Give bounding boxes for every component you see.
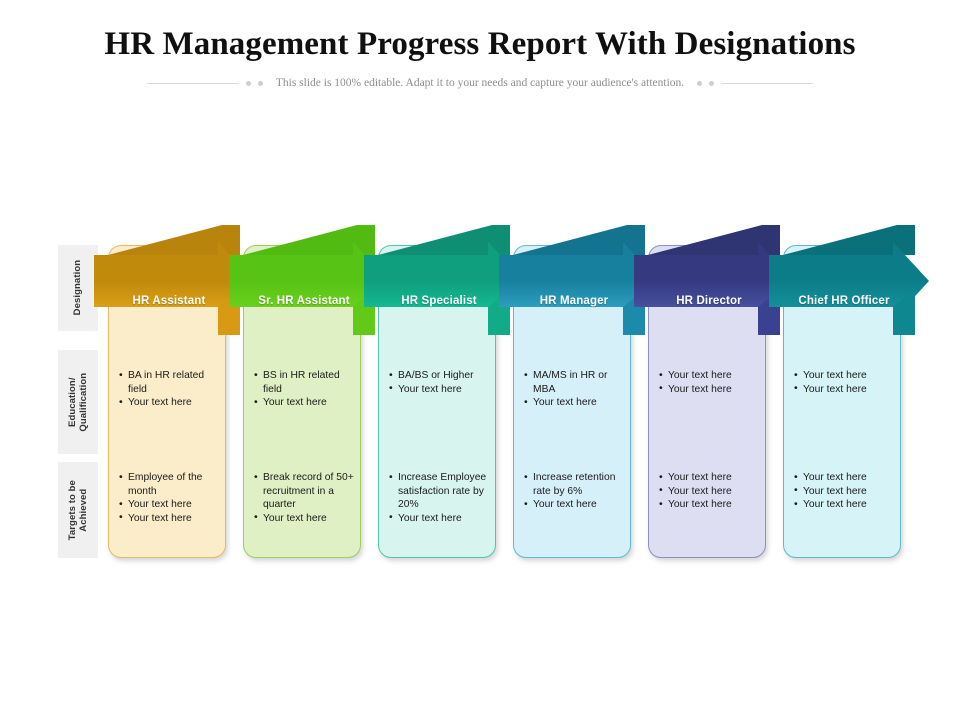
list-item: Increase retention rate by 6% [524,470,628,498]
list-item: BS in HR related field [254,368,358,396]
designation-arrow[interactable] [634,225,800,335]
list-item: BA/BS or Higher [389,369,493,383]
list-item: MA/MS in HR or MBA [524,368,628,396]
row-label-text: Designation [72,260,84,316]
list-item: Increase Employee satisfaction rate by 2… [389,471,493,512]
designation-column[interactable]: HR DirectorYour text hereYour text hereY… [634,225,794,558]
decorative-dot-icon [697,80,703,86]
list-item: Your text here [794,498,898,512]
subtitle-rule-left [146,82,239,84]
list-item: Break record of 50+ recruitment in a qua… [254,471,358,512]
designation-column[interactable]: Sr. HR AssistantBS in HR related fieldYo… [229,225,389,558]
row-label-designation: Designation [58,245,98,331]
list-item: BA in HR related field [119,368,223,396]
list-item: Your text here [659,484,763,499]
designation-arrow[interactable] [364,225,530,335]
row-label-education-qualification: Education/ Qualification [58,350,98,454]
designation-column[interactable]: Chief HR OfficerYour text hereYour text … [769,225,929,558]
decorative-dot-icon [709,80,715,86]
targets-bullets: Your text hereYour text hereYour text he… [794,471,898,512]
designation-arrow[interactable] [229,225,395,335]
targets-bullets: Employee of the monthYour text hereYour … [119,470,223,526]
row-label-targets-to-be-achieved: Targets to be Achieved [58,462,98,558]
list-item: Your text here [659,382,763,397]
subtitle-rule-right [721,82,814,84]
decorative-dot-icon [245,80,251,86]
list-item: Your text here [794,382,898,397]
list-item: Your text here [794,484,898,499]
row-label-text: Targets to be Achieved [66,479,89,541]
designation-arrow[interactable] [94,225,260,335]
subtitle-row: This slide is 100% editable. Adapt it to… [0,72,960,94]
targets-bullets: Increase retention rate by 6%Your text h… [524,470,628,512]
list-item: Your text here [389,511,493,526]
list-item: Your text here [659,369,763,383]
list-item: Your text here [794,369,898,383]
row-label-text: Education/ Qualification [66,372,89,432]
education-bullets: MA/MS in HR or MBAYour text here [524,368,628,410]
list-item: Your text here [119,498,223,512]
education-bullets: BA/BS or HigherYour text here [389,369,493,396]
education-bullets: Your text hereYour text here [794,369,898,396]
designation-column[interactable]: HR ManagerMA/MS in HR or MBAYour text he… [499,225,659,558]
designation-arrow[interactable] [499,225,665,335]
list-item: Your text here [389,382,493,397]
decorative-dot-icon [257,80,263,86]
designation-column[interactable]: HR AssistantBA in HR related fieldYour t… [94,225,254,558]
targets-bullets: Break record of 50+ recruitment in a qua… [254,471,358,525]
list-item: Your text here [524,396,628,410]
designation-column[interactable]: HR SpecialistBA/BS or HigherYour text he… [364,225,524,558]
list-item: Your text here [524,498,628,512]
targets-bullets: Increase Employee satisfaction rate by 2… [389,471,493,525]
designation-arrow[interactable] [769,225,935,335]
list-item: Your text here [119,396,223,410]
targets-bullets: Your text hereYour text hereYour text he… [659,471,763,512]
education-bullets: BS in HR related fieldYour text here [254,368,358,410]
page-subtitle: This slide is 100% editable. Adapt it to… [275,77,685,89]
education-bullets: Your text hereYour text here [659,369,763,396]
list-item: Your text here [254,511,358,526]
education-bullets: BA in HR related fieldYour text here [119,368,223,410]
list-item: Employee of the month [119,470,223,498]
list-item: Your text here [794,471,898,485]
list-item: Your text here [254,396,358,410]
page-title: HR Management Progress Report With Desig… [104,26,856,62]
list-item: Your text here [659,471,763,485]
list-item: Your text here [119,511,223,526]
list-item: Your text here [659,498,763,512]
